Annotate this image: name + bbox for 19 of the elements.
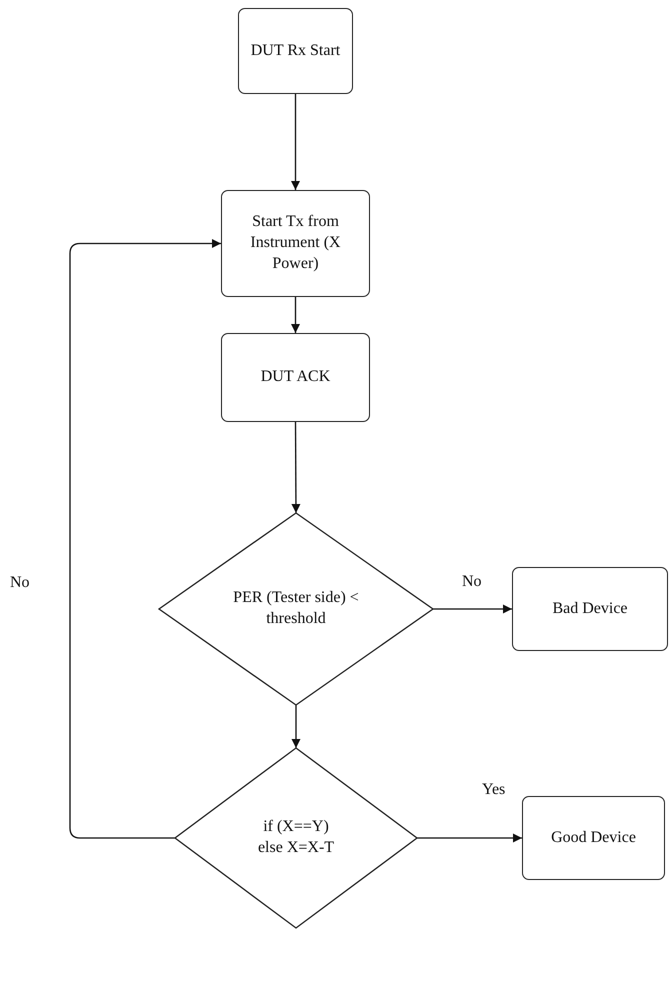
process-box	[221, 333, 370, 422]
arrow	[417, 834, 522, 842]
process-box	[512, 567, 668, 651]
arrow	[291, 94, 300, 190]
node-label: DUT ACK	[260, 367, 330, 388]
process-box	[522, 796, 665, 880]
arrow	[291, 297, 300, 333]
node-label: Start Tx from Instrument (X Power)	[249, 212, 342, 274]
node-label: DUT Rx Start	[250, 40, 340, 61]
node-label: Bad Device	[552, 598, 628, 619]
node-label: if (X==Y) else X=X-T	[256, 817, 336, 858]
node-label: Good Device	[551, 828, 636, 848]
arrow	[433, 604, 512, 614]
arrow	[292, 705, 300, 748]
node-label: PER (Tester side) < threshold	[232, 588, 360, 629]
process-box	[238, 8, 353, 94]
arrow	[291, 422, 300, 513]
process-box	[221, 190, 370, 297]
arrow	[69, 239, 221, 839]
